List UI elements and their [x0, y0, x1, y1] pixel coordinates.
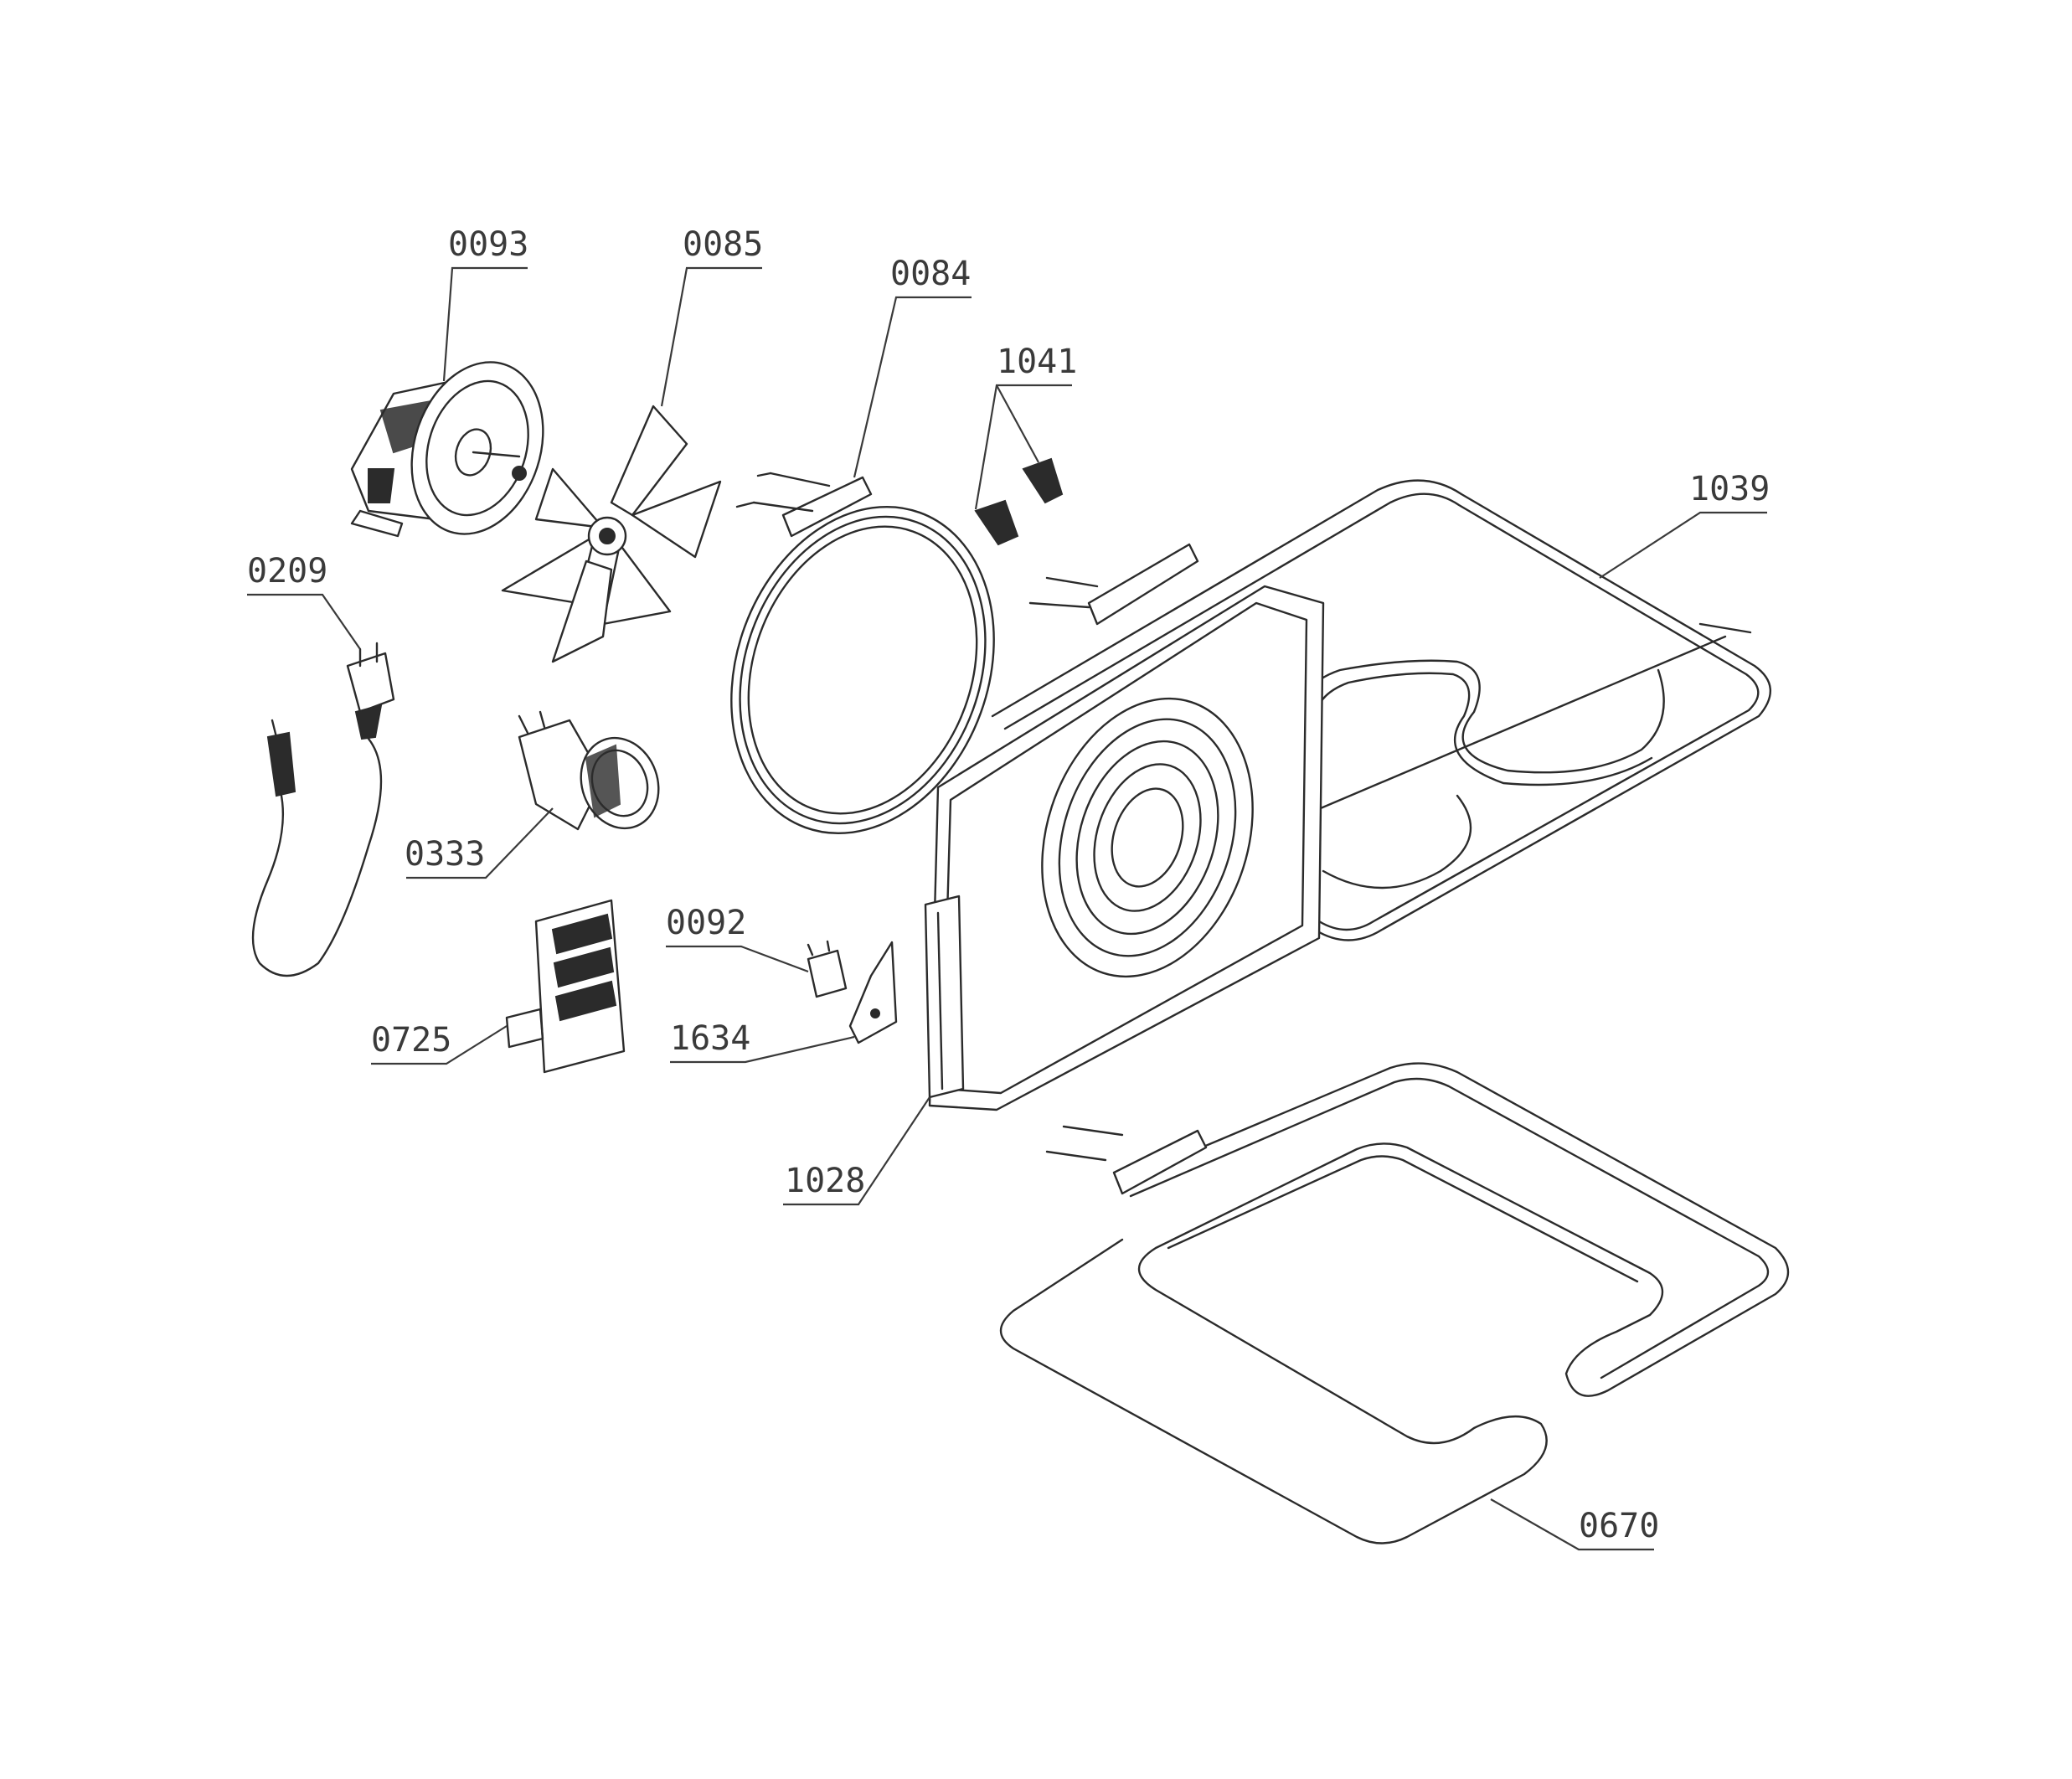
- terminal-block-0725: [505, 899, 626, 1074]
- label-1041: 1041: [997, 343, 1077, 381]
- label-1634: 1634: [670, 1019, 750, 1058]
- label-0725: 0725: [371, 1021, 451, 1060]
- label-0092: 0092: [666, 904, 746, 942]
- thermostat-0092: [807, 940, 848, 998]
- power-cord-0209: [251, 642, 395, 977]
- terminal-caps-1041: [974, 457, 1064, 546]
- label-0093: 0093: [448, 225, 528, 264]
- fan-blade-0085: [501, 405, 722, 663]
- label-1028: 1028: [785, 1162, 865, 1200]
- label-0084: 0084: [890, 255, 971, 293]
- circular-heating-element-0084: [730, 472, 995, 835]
- fan-cover-1028: [924, 585, 1325, 1111]
- oven-lamp-0333: [518, 710, 660, 831]
- label-0085: 0085: [683, 225, 763, 264]
- bottom-heating-element-0670: [999, 1062, 1790, 1544]
- callout-labels: 0093 0085 0084 1041 1039 0209 0333 0092 …: [247, 225, 1770, 1545]
- label-0670: 0670: [1579, 1507, 1659, 1545]
- callout-leaders: [247, 266, 1767, 1551]
- label-1039: 1039: [1689, 470, 1770, 508]
- mounting-bracket-1634: [848, 941, 898, 1044]
- label-0333: 0333: [405, 835, 485, 874]
- fan-motor-0093: [350, 361, 544, 538]
- label-0209: 0209: [247, 552, 327, 590]
